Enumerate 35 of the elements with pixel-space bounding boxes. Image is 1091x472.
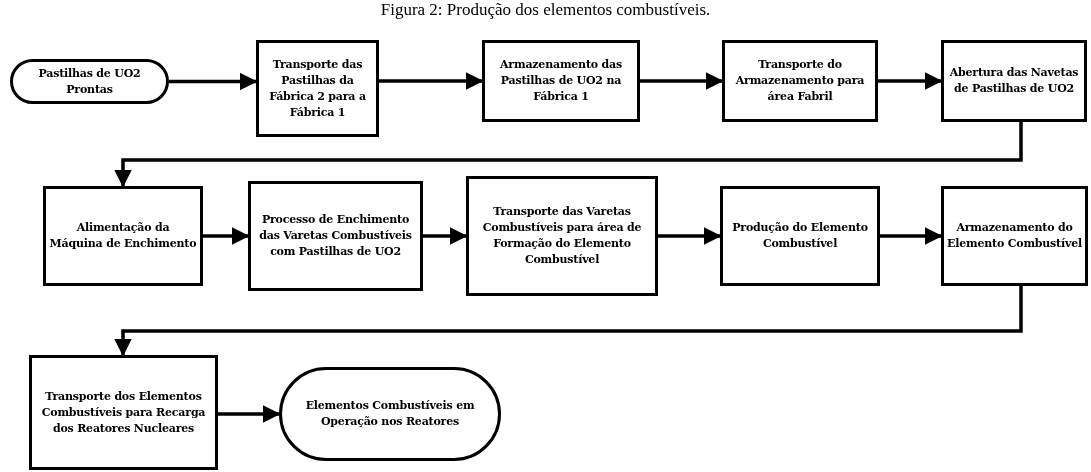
arrow [658,227,722,245]
node-label: Produção do Elemento Combustível [731,220,869,252]
process-box [722,40,878,122]
arrow [640,72,724,90]
node-label: Armazenamento das Pastilhas de UO2 na Fábrica 1 [499,57,623,105]
node-label: Armazenamento do Elemento Combustível [947,220,1082,252]
arrow [423,227,468,245]
arrow [379,72,484,90]
node-label: Transporte do Armazenamento para área Fabril [734,57,866,105]
node-label: Alimentação da Máquina de Enchimento [49,220,197,252]
process-box [720,186,880,286]
process-box [466,176,658,296]
node-label: Transporte das Varetas Combustíveis para área de Formação do Elemento Combustível [481,204,643,268]
process-box [29,355,218,470]
arrow [880,227,943,245]
arrow [114,286,1023,357]
process-box [248,181,423,291]
arrow [114,122,1023,188]
arrow [203,227,250,245]
terminal-pill [10,59,169,104]
node-label: Abertura das Navetas de Pastilhas de UO2 [948,65,1080,97]
arrow [169,72,258,91]
node-label: Transporte dos Elementos Combustíveis para Recarga dos Reatores Nucleares [40,388,207,437]
arrow [218,405,281,423]
arrow [878,72,943,90]
node-label: Pastilhas de UO2 Prontas [37,65,142,98]
node-label: Elementos Combustíveis em Operação nos Reatores [304,398,476,430]
process-box [482,40,640,122]
node-label: Processo de Enchimento das Varetas Combustíveis com Pastilhas de UO2 [258,212,413,260]
process-box [43,186,203,286]
process-box [941,186,1088,286]
process-box [941,40,1087,122]
process-box [256,40,379,137]
figure-title: Figura 2: Produção dos elementos combustíveis. [379,0,712,20]
node-label: Transporte das Pastilhas da Fábrica 2 para a Fábrica 1 [268,56,367,121]
